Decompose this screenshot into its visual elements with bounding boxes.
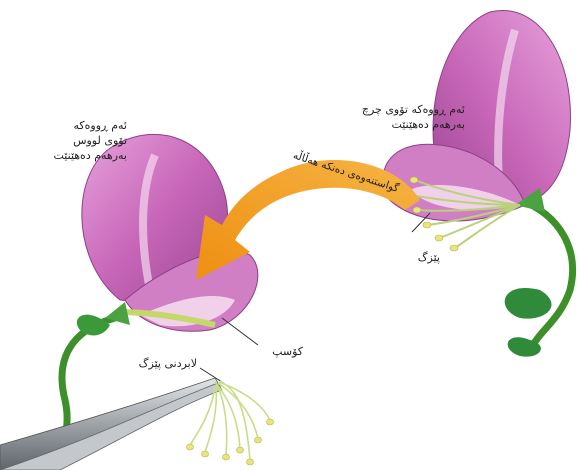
right-flower-caption: ئەم ڕووەکە تۆوی چرچ بەرهەم دەهێنێت [362, 102, 465, 132]
right-caption-line-1: ئەم ڕووەکە تۆوی چرچ [362, 102, 465, 117]
removed-anthers [187, 419, 274, 465]
stigma-label: کۆسپ [272, 344, 303, 359]
left-flower-caption: ئەم ڕووەکە تۆوی لووس بەرهەم دەهێنێت [54, 118, 128, 163]
remove-stamen-label: لابردنی پێزگ [139, 356, 197, 371]
left-caption-line-3: بەرهەم دەهێنێت [54, 148, 128, 163]
stigma-pointer [222, 318, 258, 345]
right-caption-line-2: بەرهەم دەهێنێت [362, 117, 465, 132]
right-flower [383, 10, 573, 356]
tweezers [0, 378, 222, 470]
right-stem [520, 200, 573, 350]
right-leaf [505, 288, 552, 319]
left-caption-line-2: تۆوی لووس [54, 133, 128, 148]
left-caption-line-1: ئەم ڕووەکە [54, 118, 128, 133]
pollen-label: پێزگ [418, 250, 440, 265]
